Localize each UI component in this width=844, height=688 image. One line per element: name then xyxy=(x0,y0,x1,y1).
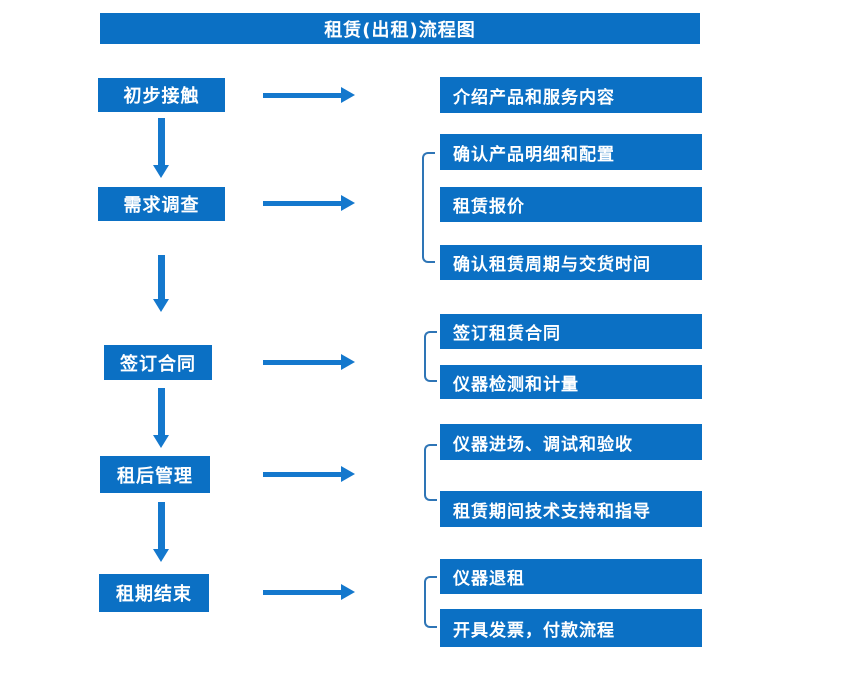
bracket-connector xyxy=(424,331,437,382)
bracket-connector xyxy=(422,152,435,263)
detail-box-confirm-period-delivery: 确认租赁周期与交货时间 xyxy=(440,245,702,280)
detail-box-sign-rental-contract: 签订租赁合同 xyxy=(440,314,702,349)
detail-box-instrument-setup-acceptance: 仪器进场、调试和验收 xyxy=(440,424,702,460)
stage-box-initial-contact: 初步接触 xyxy=(98,78,225,112)
detail-box-introduce-products: 介绍产品和服务内容 xyxy=(440,77,702,113)
detail-box-invoice-payment: 开具发票，付款流程 xyxy=(440,609,702,647)
detail-box-instrument-testing: 仪器检测和计量 xyxy=(440,365,702,399)
stage-box-post-rental-management: 租后管理 xyxy=(100,456,210,493)
stage-box-rental-end: 租期结束 xyxy=(99,574,209,612)
stage-box-sign-contract: 签订合同 xyxy=(104,345,212,380)
detail-box-instrument-return: 仪器退租 xyxy=(440,559,702,594)
stage-box-demand-survey: 需求调查 xyxy=(98,187,225,221)
bracket-connector xyxy=(424,576,437,628)
detail-box-rental-quotation: 租赁报价 xyxy=(440,187,702,222)
bracket-connector xyxy=(424,444,437,501)
diagram-title: 租赁(出租)流程图 xyxy=(100,13,700,44)
detail-box-confirm-product-config: 确认产品明细和配置 xyxy=(440,134,702,170)
detail-box-technical-support: 租赁期间技术支持和指导 xyxy=(440,491,702,527)
